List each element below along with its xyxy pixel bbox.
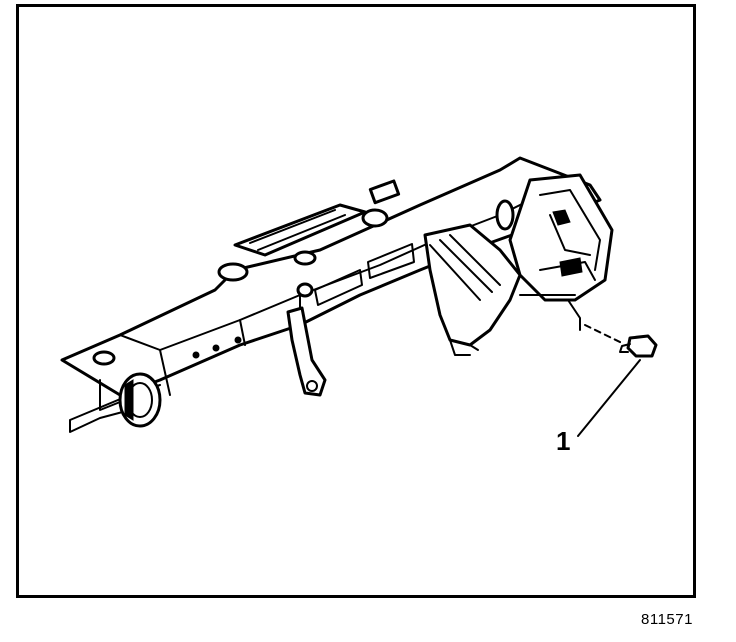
hanging-link [286,306,327,397]
upper-plate [217,179,401,282]
right-bracket-assembly [423,173,614,356]
bolt-fastener [619,334,658,358]
figure-code: 811571 [641,611,693,628]
callout-leader-line [577,359,641,437]
callout-number: 1 [556,426,571,456]
side-openings [192,243,415,359]
alignment-dashed-line [584,324,625,345]
illustration-frame [16,4,696,598]
left-mount-cap [92,350,162,428]
